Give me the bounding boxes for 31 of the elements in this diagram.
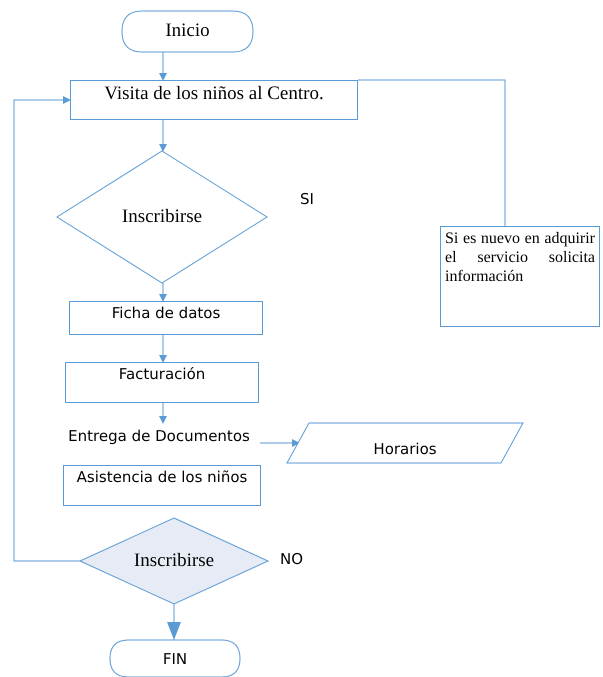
node-label: Inscribirse — [122, 206, 202, 228]
node-label: Inscribirse — [134, 550, 214, 572]
node-label: FIN — [162, 650, 188, 668]
end-terminal — [110, 640, 240, 677]
arrow — [159, 282, 167, 302]
node-label: Inicio — [165, 20, 210, 43]
node-label: Entrega de Documentos — [68, 427, 250, 445]
process-box — [70, 80, 358, 120]
decision-diamond — [57, 151, 267, 283]
arrow — [159, 52, 167, 81]
node-label: Visita de los niños al Centro. — [104, 83, 324, 106]
arrow — [159, 120, 167, 152]
branch-label: SI — [300, 190, 314, 208]
process-box — [63, 465, 261, 506]
node-label: Asistencia de los niños — [76, 468, 248, 486]
node-label: Si es nuevo en adquirir el servicio solicita información — [445, 229, 595, 287]
branch-label: NO — [280, 550, 304, 568]
note-box — [440, 226, 600, 327]
arrow — [159, 402, 167, 424]
data-parallelogram — [287, 423, 523, 463]
arrow — [260, 439, 300, 447]
decision-diamond — [80, 518, 268, 604]
node-label: Facturación — [118, 365, 206, 383]
arrow — [167, 604, 181, 640]
process-box — [65, 362, 259, 403]
start-terminal — [122, 11, 253, 52]
arrow — [14, 96, 80, 562]
node-label: Ficha de datos — [112, 304, 220, 322]
arrow — [159, 334, 167, 363]
process-box — [69, 301, 263, 335]
node-label: Horarios — [373, 440, 437, 458]
